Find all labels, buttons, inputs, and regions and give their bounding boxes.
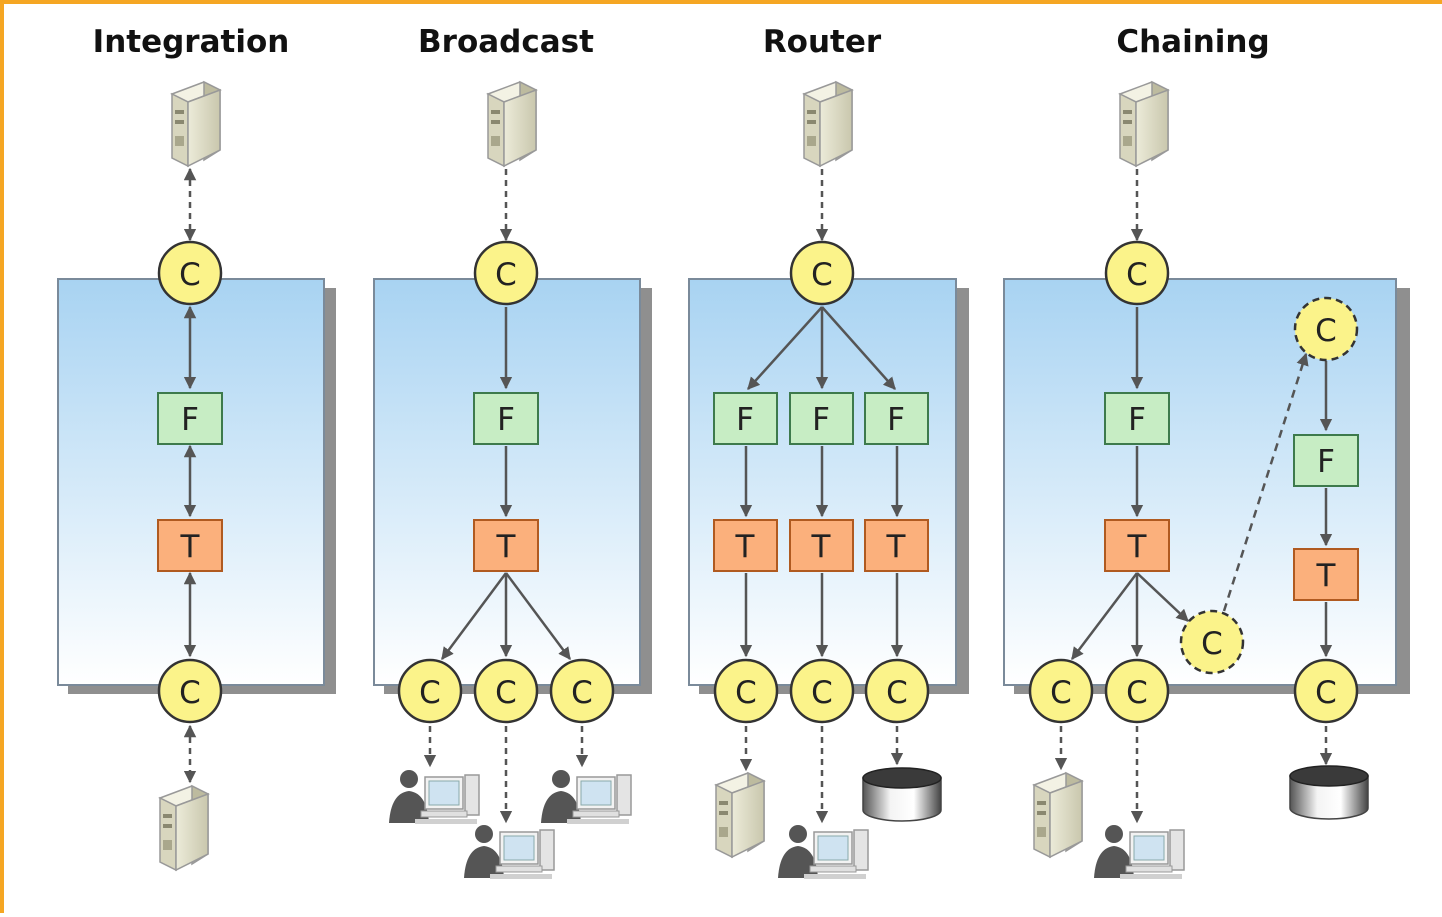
svg-text:C: C bbox=[179, 257, 201, 293]
svg-text:F: F bbox=[1317, 444, 1335, 480]
filter-box: F bbox=[789, 392, 854, 445]
connector-circle: C bbox=[157, 240, 223, 306]
connector-circle: C bbox=[157, 658, 223, 724]
svg-text:C: C bbox=[495, 675, 517, 711]
svg-text:F: F bbox=[812, 402, 830, 438]
svg-text:T: T bbox=[496, 529, 517, 565]
svg-text:F: F bbox=[887, 402, 905, 438]
svg-text:C: C bbox=[886, 675, 908, 711]
connector-circle: C bbox=[1028, 658, 1094, 724]
title-chaining: Chaining bbox=[1116, 24, 1269, 60]
svg-text:C: C bbox=[811, 257, 833, 293]
transform-box: T bbox=[864, 519, 929, 572]
server-icon bbox=[171, 81, 221, 167]
panel-broadcast bbox=[373, 278, 652, 694]
panel-router bbox=[688, 278, 969, 694]
server-icon bbox=[1119, 81, 1169, 167]
title-router: Router bbox=[763, 24, 882, 60]
svg-text:C: C bbox=[179, 675, 201, 711]
connector-circle: C bbox=[1104, 658, 1170, 724]
filter-box: F bbox=[1293, 434, 1359, 487]
server-icon bbox=[159, 785, 209, 871]
connector-circle: C bbox=[473, 658, 539, 724]
svg-text:C: C bbox=[419, 675, 441, 711]
user-workstation-icon bbox=[388, 769, 480, 825]
connector-circle: C bbox=[473, 240, 539, 306]
title-integration: Integration bbox=[93, 24, 290, 60]
svg-text:C: C bbox=[1315, 313, 1337, 349]
svg-text:C: C bbox=[1201, 626, 1223, 662]
title-broadcast: Broadcast bbox=[418, 24, 594, 60]
connector-circle: C bbox=[397, 658, 463, 724]
chained-connector-circle: C bbox=[1179, 609, 1245, 675]
svg-text:T: T bbox=[1316, 558, 1337, 594]
svg-text:F: F bbox=[1128, 402, 1146, 438]
transform-boxes: T T T T T T T bbox=[157, 519, 1359, 601]
connector-circle: C bbox=[789, 240, 855, 306]
svg-text:C: C bbox=[495, 257, 517, 293]
server-icon bbox=[1033, 772, 1083, 858]
svg-text:F: F bbox=[736, 402, 754, 438]
filter-box: F bbox=[713, 392, 778, 445]
connector-circle: C bbox=[1293, 658, 1359, 724]
user-workstation-icon bbox=[777, 824, 869, 880]
user-workstation-icon bbox=[540, 769, 632, 825]
server-icon bbox=[803, 81, 853, 167]
transform-box: T bbox=[1104, 519, 1170, 572]
filter-box: F bbox=[157, 392, 223, 445]
svg-text:T: T bbox=[180, 529, 201, 565]
chained-connector-circle: C bbox=[1293, 296, 1359, 362]
svg-text:C: C bbox=[1126, 257, 1148, 293]
svg-text:T: T bbox=[811, 529, 832, 565]
panel-integration bbox=[57, 278, 336, 694]
integration-patterns-diagram: Integration Broadcast Router Chaining bbox=[57, 24, 1410, 880]
database-icon bbox=[862, 767, 942, 822]
filter-box: F bbox=[473, 392, 539, 445]
svg-text:T: T bbox=[1127, 529, 1148, 565]
flow-lines bbox=[183, 167, 1333, 824]
svg-text:F: F bbox=[497, 402, 515, 438]
svg-text:C: C bbox=[1050, 675, 1072, 711]
transform-box: T bbox=[473, 519, 539, 572]
svg-text:T: T bbox=[886, 529, 907, 565]
server-icon bbox=[487, 81, 537, 167]
transform-box: T bbox=[713, 519, 778, 572]
connector-circle: C bbox=[789, 658, 855, 724]
connector-circle: C bbox=[864, 658, 930, 724]
connector-circle: C bbox=[549, 658, 615, 724]
svg-text:C: C bbox=[811, 675, 833, 711]
transform-box: T bbox=[157, 519, 223, 572]
database-icon bbox=[1289, 765, 1369, 820]
connector-circle: C bbox=[1104, 240, 1170, 306]
filter-box: F bbox=[1104, 392, 1170, 445]
svg-text:F: F bbox=[181, 402, 199, 438]
user-workstation-icon bbox=[1093, 824, 1185, 880]
svg-text:T: T bbox=[735, 529, 756, 565]
server-icon bbox=[715, 772, 765, 858]
transform-box: T bbox=[789, 519, 854, 572]
transform-box: T bbox=[1293, 548, 1359, 601]
filter-boxes: F F F F F F F bbox=[157, 392, 1359, 487]
svg-text:C: C bbox=[735, 675, 757, 711]
svg-text:C: C bbox=[1315, 675, 1337, 711]
connector-circle: C bbox=[713, 658, 779, 724]
filter-box: F bbox=[864, 392, 929, 445]
user-workstation-icon bbox=[463, 824, 555, 880]
connector-circles: C C C C C C C C C C C C C C C C bbox=[157, 240, 1359, 724]
svg-text:C: C bbox=[1126, 675, 1148, 711]
svg-text:C: C bbox=[571, 675, 593, 711]
